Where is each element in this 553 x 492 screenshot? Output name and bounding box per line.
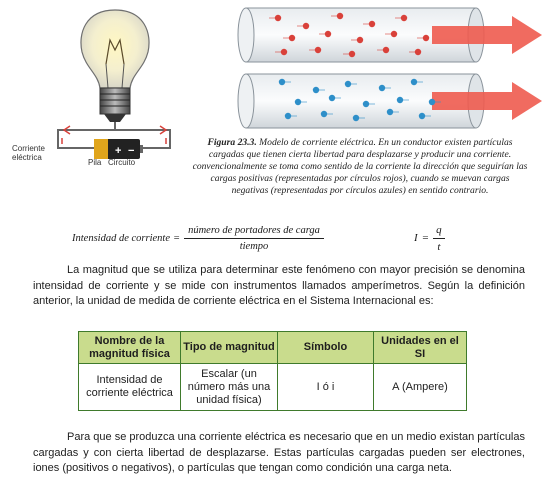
positive-charge [280, 48, 288, 56]
positive-charge [336, 12, 344, 20]
negative-charge [328, 94, 336, 102]
formula-fraction: número de portadores de carga tiempo [184, 225, 324, 252]
current-arrow-icon [62, 125, 71, 135]
table-cell: Intensidad de corriente eléctrica [78, 363, 181, 411]
current-arrow-icon-2 [159, 125, 168, 135]
formula-qt-fraction: q t [433, 224, 445, 253]
positive-charge [348, 50, 356, 58]
positive-charge [400, 14, 408, 22]
paragraph-charged-particles: Para que se produzca una corriente eléct… [33, 431, 525, 474]
negative-charge [294, 98, 302, 106]
table-header-row: Nombre de la magnitud física Tipo de mag… [78, 331, 467, 364]
negative-charge [428, 98, 436, 106]
positive-charges [269, 12, 430, 58]
negative-charge [386, 108, 394, 116]
negative-charge [410, 78, 418, 86]
table-cell: A (Ampere) [373, 363, 467, 411]
formula-equals: = [172, 232, 181, 244]
negative-charge [418, 112, 426, 120]
si-unit-table: Nombre de la magnitud física Tipo de mag… [78, 331, 467, 411]
formula-symbol-equals: = [421, 232, 430, 244]
positive-charge [288, 34, 296, 42]
positive-charge [356, 36, 364, 44]
paragraph-magnitude: La magnitud que se utiliza para determin… [33, 264, 525, 307]
bulb-base [99, 87, 131, 115]
table-cell: I ó i [277, 363, 374, 411]
negative-current-arrow-icon [432, 82, 542, 120]
negative-charge [320, 110, 328, 118]
formula-label: Intensidad de corriente [72, 232, 170, 244]
label-circuito: Circuito [108, 158, 136, 167]
conductor-figure [236, 4, 552, 134]
negative-charge [278, 78, 286, 86]
positive-current-arrow-icon [432, 16, 542, 54]
battery-minus: − [128, 145, 134, 157]
conductor-illustration [237, 7, 542, 129]
caption-text: Modelo de corriente eléctrica. En un con… [192, 137, 528, 196]
negative-charge [362, 100, 370, 108]
battery-plus: + [115, 145, 121, 157]
table-header: Nombre de la magnitud física [78, 331, 181, 364]
formula-t: t [437, 240, 441, 253]
bulb-circuit-figure: + − [40, 4, 190, 170]
formula-symbol: I [414, 232, 418, 244]
positive-charge [414, 48, 422, 56]
positive-charge [274, 14, 282, 22]
positive-charge [382, 46, 390, 54]
table-header: Unidades en el SI [373, 331, 467, 364]
formula-q: q [433, 224, 445, 239]
positive-charge [302, 22, 310, 30]
caption-title: Figura 23.3. [207, 137, 257, 148]
label-corriente: Corriente eléctrica [12, 144, 45, 162]
positive-charge [422, 34, 430, 42]
circuit-wire [114, 122, 171, 149]
label-pila: Pila [88, 158, 102, 167]
current-symbol-formula: I = q t [414, 220, 445, 256]
current-definition-formula: Intensidad de corriente = número de port… [72, 218, 324, 258]
positive-charge [324, 30, 332, 38]
formula-denominator: tiempo [239, 240, 269, 252]
negative-charge [284, 112, 292, 120]
positive-charge [314, 46, 322, 54]
figure-caption: Figura 23.3. Modelo de corriente eléctri… [192, 137, 528, 197]
table-cell: Escalar (un número más una unidad física… [180, 363, 278, 411]
negative-charge [312, 86, 320, 94]
table-header: Tipo de magnitud [180, 331, 278, 364]
positive-charge [390, 30, 398, 38]
negative-charge [378, 84, 386, 92]
formula-numerator: número de portadores de carga [184, 225, 324, 239]
bulb-circuit-illustration: + − [57, 9, 171, 159]
positive-charge [368, 20, 376, 28]
negative-charges [278, 78, 441, 122]
negative-charge [344, 80, 352, 88]
bulb-filament [105, 38, 125, 65]
table-row: Intensidad de corriente eléctrica Escala… [78, 363, 467, 411]
negative-charge [396, 96, 404, 104]
table-header: Símbolo [277, 331, 374, 364]
negative-charge [352, 114, 360, 122]
